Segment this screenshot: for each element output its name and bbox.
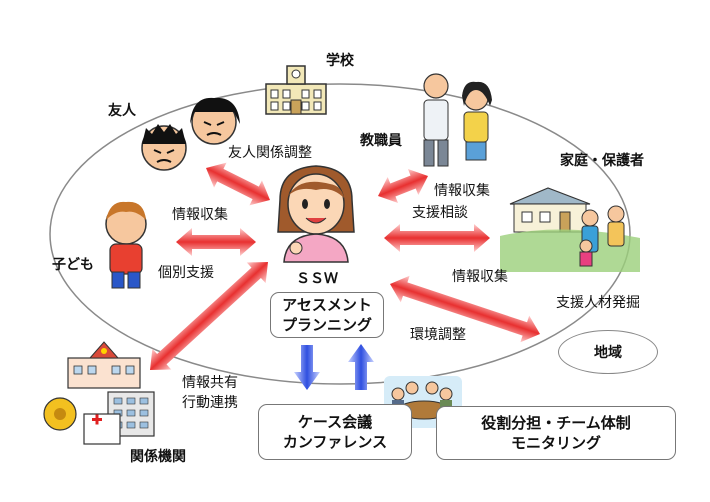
assessment-line-2: プランニング <box>281 316 372 334</box>
action-link-label: 行動連携 <box>182 395 238 411</box>
individual-support-label: 個別支援 <box>158 265 214 281</box>
teachers-icon <box>423 73 492 167</box>
teachers-label: 教職員 <box>360 133 402 149</box>
info-collect-teacher-label: 情報収集 <box>434 183 490 199</box>
arrow-community-ssw <box>390 275 540 343</box>
friends-label: 友人 <box>108 103 136 119</box>
arrow-friends-ssw <box>206 162 271 206</box>
agencies-buildings-icon <box>43 341 155 445</box>
friend-face-icon-2 <box>190 97 240 145</box>
info-collect-child-label: 情報収集 <box>172 207 228 223</box>
community-node: 地域 <box>558 330 658 374</box>
case-meeting-line-2: カンファレンス <box>282 433 388 451</box>
roles-line-2: モニタリング <box>510 434 601 452</box>
arrow-up-to-assessment <box>348 344 374 390</box>
arrow-family-ssw <box>384 224 490 252</box>
env-adjust-label: 環境調整 <box>410 327 466 343</box>
friend-adjust-label: 友人関係調整 <box>228 145 312 161</box>
arrow-down-to-case <box>294 345 320 390</box>
family-house-icon <box>500 187 640 272</box>
school-icon <box>265 65 327 115</box>
roles-line-1: 役割分担・チーム体制 <box>481 414 631 432</box>
info-share-label: 情報共有 <box>182 375 238 391</box>
case-meeting-line-1: ケース会議 <box>297 413 373 431</box>
assessment-box: アセスメント プランニング <box>270 292 384 338</box>
relationship-ellipse <box>49 83 631 385</box>
family-label: 家庭・保護者 <box>560 153 644 169</box>
arrow-agencies-ssw <box>150 261 268 370</box>
ssw-label: ＳＳＷ <box>296 271 338 287</box>
arrow-child-ssw <box>176 228 256 256</box>
community-label: 地域 <box>594 345 622 361</box>
ssw-counselor-icon <box>277 165 355 263</box>
assessment-line-1: アセスメント <box>282 296 372 314</box>
roles-box: 役割分担・チーム体制 モニタリング <box>436 406 676 460</box>
support-consult-label: 支援相談 <box>412 205 468 221</box>
school-label: 学校 <box>326 53 354 69</box>
agencies-label: 関係機関 <box>130 449 186 465</box>
case-meeting-box: ケース会議 カンファレンス <box>258 404 412 460</box>
child-icon <box>105 201 147 289</box>
info-collect-family-label: 情報収集 <box>452 269 508 285</box>
arrow-teachers-ssw <box>378 168 428 204</box>
child-label: 子ども <box>52 257 94 273</box>
friend-face-icon <box>141 124 187 171</box>
support-talent-label: 支援人材発掘 <box>556 295 640 311</box>
